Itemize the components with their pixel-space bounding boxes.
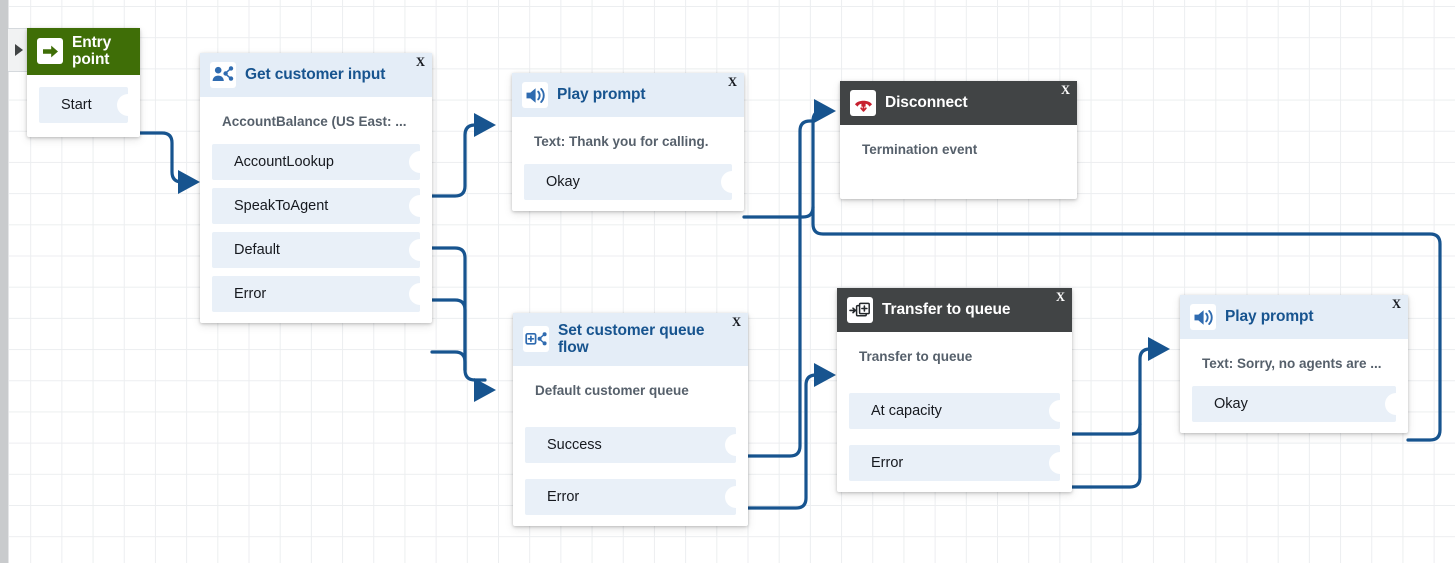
node-entry-point[interactable]: Entry point Start <box>27 28 140 137</box>
wire-start-to-get-customer-input <box>138 131 192 184</box>
transfer-queue-icon <box>847 297 873 323</box>
port-at-capacity-label: At capacity <box>871 403 942 419</box>
get-customer-input-subtitle: AccountBalance (US East: ... <box>222 114 407 129</box>
entry-point-ports: Start <box>27 75 140 137</box>
arrowhead-disconnect <box>814 99 836 123</box>
get-customer-input-ports: AccountLookup SpeakToAgent Default Error <box>200 144 432 323</box>
port-start[interactable]: Start <box>39 86 139 123</box>
wire-default-merge <box>430 298 467 372</box>
port-transfer-error-connector[interactable] <box>1049 452 1071 474</box>
port-okay-label: Okay <box>546 174 580 190</box>
transfer-to-queue-title: Transfer to queue <box>882 301 1011 319</box>
close-icon[interactable]: X <box>1391 297 1401 311</box>
entry-point-title: Entry point <box>72 34 112 69</box>
port-success[interactable]: Success <box>525 426 747 463</box>
port-okay-no-agents[interactable]: Okay <box>1192 386 1407 422</box>
port-okay-connector[interactable] <box>721 171 743 193</box>
port-accountlookup-connector[interactable] <box>409 151 431 173</box>
arrowhead-set-customer-queue-flow <box>474 378 496 402</box>
set-customer-queue-flow-header: X Set customer queue flow <box>513 313 748 366</box>
entry-point-header: Entry point <box>27 28 140 75</box>
port-error-connector[interactable] <box>409 283 431 305</box>
port-start-label: Start <box>61 96 92 113</box>
play-prompt-no-agents-title: Play prompt <box>1225 308 1314 326</box>
play-prompt-no-agents-ports: Okay <box>1180 386 1408 433</box>
wire-okay-to-disconnect <box>742 109 828 219</box>
node-transfer-to-queue[interactable]: X Transfer to queue Transfer to queue At… <box>837 288 1072 492</box>
port-accountlookup-label: AccountLookup <box>234 154 334 170</box>
port-success-label: Success <box>547 436 602 453</box>
port-speaktoagent[interactable]: SpeakToAgent <box>212 188 431 224</box>
speaker-icon <box>1190 304 1216 330</box>
node-play-prompt-no-agents[interactable]: X Play prompt Text: Sorry, no agents are… <box>1180 295 1408 433</box>
port-success-connector[interactable] <box>725 433 747 456</box>
play-prompt-thanks-ports: Okay <box>512 164 744 211</box>
arrowhead-transfer-to-queue <box>814 363 836 387</box>
close-icon[interactable]: X <box>731 315 741 329</box>
node-disconnect[interactable]: X Disconnect Termination event <box>840 81 1077 199</box>
customer-input-icon <box>210 62 236 88</box>
arrowhead-get-customer-input <box>178 170 200 194</box>
node-play-prompt-thanks[interactable]: X Play prompt Text: Thank you for callin… <box>512 73 744 211</box>
node-set-customer-queue-flow[interactable]: X Set customer queue flow Default custom… <box>513 313 748 526</box>
phone-hangup-icon <box>850 90 876 116</box>
port-default-label: Default <box>234 242 280 258</box>
transfer-to-queue-ports: At capacity Error <box>837 379 1072 492</box>
port-at-capacity[interactable]: At capacity <box>849 393 1071 429</box>
transfer-to-queue-subtitle: Transfer to queue <box>859 349 973 364</box>
set-customer-queue-flow-title: Set customer queue flow <box>558 322 705 357</box>
wire-error-merge <box>430 350 467 372</box>
port-default[interactable]: Default <box>212 232 431 268</box>
port-transfer-error[interactable]: Error <box>849 445 1071 481</box>
set-queue-flow-icon <box>523 326 549 353</box>
close-icon[interactable]: X <box>415 55 425 69</box>
port-error[interactable]: Error <box>212 276 431 312</box>
triangle-right-icon <box>15 44 23 56</box>
port-start-connector[interactable] <box>117 93 139 116</box>
get-customer-input-header: X Get customer input <box>200 53 432 97</box>
disconnect-title: Disconnect <box>885 94 968 112</box>
disconnect-subtitle: Termination event <box>862 142 978 157</box>
close-icon[interactable]: X <box>727 75 737 89</box>
port-speaktoagent-label: SpeakToAgent <box>234 198 329 214</box>
wire-queueflow-error-to-transfer <box>742 373 828 510</box>
port-queueflow-error-connector[interactable] <box>725 485 747 508</box>
close-icon[interactable]: X <box>1055 290 1065 304</box>
port-okay-no-agents-connector[interactable] <box>1385 393 1407 415</box>
port-at-capacity-connector[interactable] <box>1049 400 1071 422</box>
speaker-icon <box>522 82 548 108</box>
arrowhead-play-prompt-no-agents <box>1148 337 1170 361</box>
wire-atcapacity-to-play-prompt <box>1066 347 1162 436</box>
play-prompt-thanks-header: X Play prompt <box>512 73 744 117</box>
port-default-connector[interactable] <box>409 239 431 261</box>
play-prompt-no-agents-header: X Play prompt <box>1180 295 1408 339</box>
wire-speaktoagent-merge <box>430 246 487 382</box>
disconnect-header: X Disconnect <box>840 81 1077 125</box>
port-error-label: Error <box>234 286 267 302</box>
port-queueflow-error[interactable]: Error <box>525 478 747 515</box>
wire-success-to-disconnect <box>742 119 815 458</box>
port-queueflow-error-label: Error <box>547 488 580 505</box>
port-transfer-error-label: Error <box>871 455 904 471</box>
set-customer-queue-flow-ports: Success Error <box>513 413 748 526</box>
set-customer-queue-flow-subtitle: Default customer queue <box>535 382 689 398</box>
close-icon[interactable]: X <box>1060 83 1070 97</box>
get-customer-input-title: Get customer input <box>245 66 386 84</box>
transfer-to-queue-header: X Transfer to queue <box>837 288 1072 332</box>
play-prompt-thanks-title: Play prompt <box>557 86 646 104</box>
wire-accountlookup-to-play-prompt <box>430 123 487 198</box>
arrowhead-play-prompt-thanks <box>474 113 496 137</box>
arrow-right-icon <box>37 38 63 65</box>
port-speaktoagent-connector[interactable] <box>409 195 431 217</box>
port-accountlookup[interactable]: AccountLookup <box>212 144 431 180</box>
wire-transfer-error-to-play-prompt <box>1066 422 1142 489</box>
play-prompt-thanks-subtitle: Text: Thank you for calling. <box>534 134 709 149</box>
play-prompt-no-agents-subtitle: Text: Sorry, no agents are ... <box>1202 356 1382 371</box>
node-get-customer-input[interactable]: X Get customer input AccountBalance (US … <box>200 53 432 323</box>
canvas-collapse-handle[interactable] <box>8 28 30 72</box>
port-okay-no-agents-label: Okay <box>1214 396 1248 412</box>
port-okay[interactable]: Okay <box>524 164 743 200</box>
canvas-scrollbar-gutter[interactable] <box>0 0 9 563</box>
